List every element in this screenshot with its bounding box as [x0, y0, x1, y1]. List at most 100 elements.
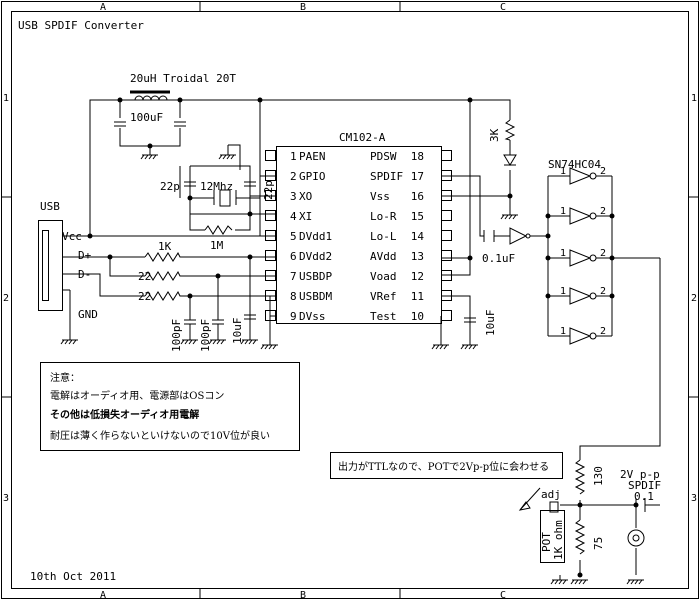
- junction-dot: [577, 502, 583, 508]
- chip-pin-right: 15: [411, 210, 424, 223]
- junction-dot: [609, 213, 615, 219]
- rca-jack-symbol: [627, 529, 645, 547]
- chip-pin-left-name: DVss: [299, 310, 326, 323]
- chip-pin-right-name: SPDIF: [370, 170, 403, 183]
- cap-electrolytic-left: [114, 121, 126, 127]
- junction-dot: [577, 572, 583, 578]
- schematic-title: USB SPDIF Converter: [18, 19, 144, 32]
- ground-icon: [208, 339, 226, 345]
- junction-dot: [215, 273, 221, 279]
- notes-line3: 耐圧は薄く作らないといけないので10V位が良い: [50, 429, 270, 442]
- junction-dot: [187, 293, 193, 299]
- cap-100pf-b-symbol: [212, 319, 224, 340]
- ground-icon: [500, 214, 518, 220]
- pot-adj-label: adj: [541, 488, 561, 501]
- ground-icon: [218, 154, 236, 160]
- cap-10uf-b-label: 10uF: [484, 310, 497, 337]
- ground-icon: [60, 339, 78, 345]
- junction-dot: [609, 293, 615, 299]
- ground-icon: [570, 579, 588, 585]
- notes-box: [40, 362, 300, 451]
- inverter-output-pin: 2: [600, 286, 606, 297]
- ground-icon: [431, 344, 449, 350]
- chip-pin-right-name: Voad: [370, 270, 397, 283]
- inverter-input-pin: 1: [560, 206, 566, 217]
- pot-value-label: 1K ohm: [552, 520, 565, 560]
- chip-pin-right: 16: [411, 190, 424, 203]
- chip-pin-box-left: [265, 250, 276, 261]
- chip-pin-box-left: [265, 150, 276, 161]
- inverter-input-pin: 1: [560, 326, 566, 337]
- junction-dot: [467, 255, 473, 261]
- resistor-1k: [144, 251, 185, 262]
- usb-dminus-label: D-: [78, 268, 91, 281]
- junction-dot: [545, 233, 551, 239]
- ground-symbols: [60, 154, 644, 585]
- res-75-label: 75: [592, 537, 605, 550]
- grid-row-3-right: 3: [691, 493, 697, 504]
- cap-10uf-a-label: 10uF: [231, 318, 244, 345]
- chip-pin-left: 9: [290, 310, 297, 323]
- chip-name: CM102-A: [339, 131, 386, 144]
- junction-dot: [467, 97, 473, 103]
- output-level-label: 2V p-p: [620, 468, 660, 481]
- inverter-input-pin: 1: [560, 286, 566, 297]
- grid-row-1-left: 1: [3, 93, 9, 104]
- cap-22p-right-symbol: [244, 181, 256, 187]
- chip-pin-left-name: GPIO: [299, 170, 326, 183]
- cap-01uf-symbol: [483, 230, 495, 242]
- ground-icon: [180, 339, 198, 345]
- chip-pin-left: 8: [290, 290, 297, 303]
- chip-pin-left: 2: [290, 170, 297, 183]
- junction-dot: [609, 255, 615, 261]
- grid-row-2-right: 2: [691, 293, 697, 304]
- ground-icon: [240, 339, 258, 345]
- grid-col-b-bottom: B: [300, 590, 306, 600]
- chip-pin-box-right: [441, 230, 452, 241]
- resistor-75: [574, 519, 586, 555]
- chip-pin-left-name: PAEN: [299, 150, 326, 163]
- cap-22p-left-symbol: [184, 181, 196, 187]
- chip-pin-box-right: [441, 150, 452, 161]
- output-name-label: SPDIF: [628, 479, 661, 492]
- ground-icon: [140, 154, 158, 160]
- res-3k-label: 3K: [488, 128, 501, 142]
- pot-note-box: [330, 452, 563, 479]
- inverter-input-pin: 1: [560, 166, 566, 177]
- junction-dot: [117, 97, 123, 103]
- chip-pin-left: 1: [290, 150, 297, 163]
- junction-dot: [147, 143, 153, 149]
- junction-dot: [545, 293, 551, 299]
- cap-01uf-label: 0.1uF: [482, 252, 515, 265]
- chip-pin-right: 17: [411, 170, 424, 183]
- notes-heading: 注意：: [50, 371, 80, 384]
- chip-pin-left-name: DVdd2: [299, 250, 332, 263]
- chip-pin-left-name: USBDP: [299, 270, 332, 283]
- junction-dot: [187, 195, 193, 201]
- chip-pin-right: 12: [411, 270, 424, 283]
- inverter-input-pin: 1: [560, 248, 566, 259]
- inductor-20uh: [120, 90, 180, 101]
- resistor-1m: [204, 225, 233, 235]
- resistor-3k: [504, 119, 516, 141]
- chip-pin-right-name: AVdd: [370, 250, 397, 263]
- cap-22p-left-label: 22p: [160, 180, 180, 193]
- led-symbol: [503, 154, 517, 166]
- junction-dot: [107, 254, 113, 260]
- chip-pin-right: 10: [411, 310, 424, 323]
- usb-label: USB: [40, 200, 60, 213]
- chip-pin-left-name: USBDM: [299, 290, 332, 303]
- junction-dot: [257, 97, 263, 103]
- grid-row-3-left: 3: [3, 493, 9, 504]
- cap-100pf-b-label: 100pF: [199, 319, 212, 352]
- cap-10uf-a-symbol: [244, 314, 256, 340]
- chip-pin-right: 13: [411, 250, 424, 263]
- pot-label: POT: [540, 532, 553, 552]
